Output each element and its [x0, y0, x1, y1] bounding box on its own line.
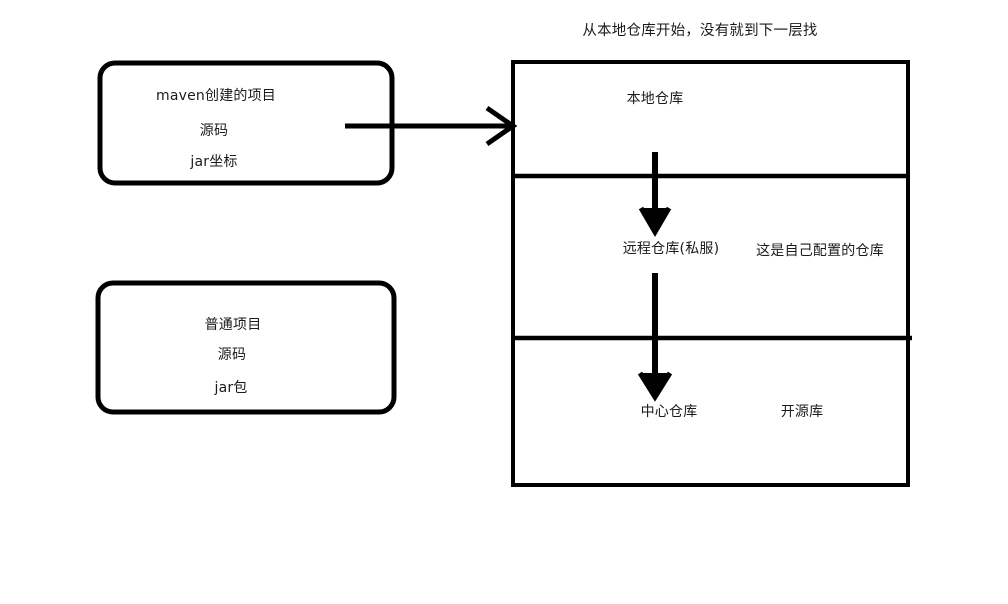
- maven-project-box-shape[interactable]: [97, 60, 395, 186]
- central-repository-note: 开源库: [780, 404, 824, 420]
- normal-project-line-2: 源码: [217, 347, 247, 363]
- stack-title-note: 从本地仓库开始，没有就到下一层找: [582, 23, 818, 39]
- maven-project-line-2: 源码: [199, 123, 229, 139]
- normal-project-line-1: 普通项目: [204, 317, 262, 333]
- maven-project-line-1: maven创建的项目: [156, 88, 276, 104]
- remote-repository-label: 远程仓库(私服): [622, 241, 720, 257]
- project-to-local-arrow-head: [485, 105, 518, 147]
- normal-project-line-3: jar包: [214, 380, 248, 396]
- remote-repository-note: 这是自己配置的仓库: [756, 243, 884, 259]
- normal-project-box-shape[interactable]: [95, 280, 397, 415]
- local-to-remote-arrow-head: [638, 206, 672, 237]
- central-repository-label: 中心仓库: [640, 404, 698, 420]
- repository-stack-shape[interactable]: [511, 60, 910, 487]
- maven-project-line-3: jar坐标: [190, 154, 238, 170]
- remote-to-central-arrow-head: [637, 371, 673, 402]
- local-repository-label: 本地仓库: [626, 91, 684, 107]
